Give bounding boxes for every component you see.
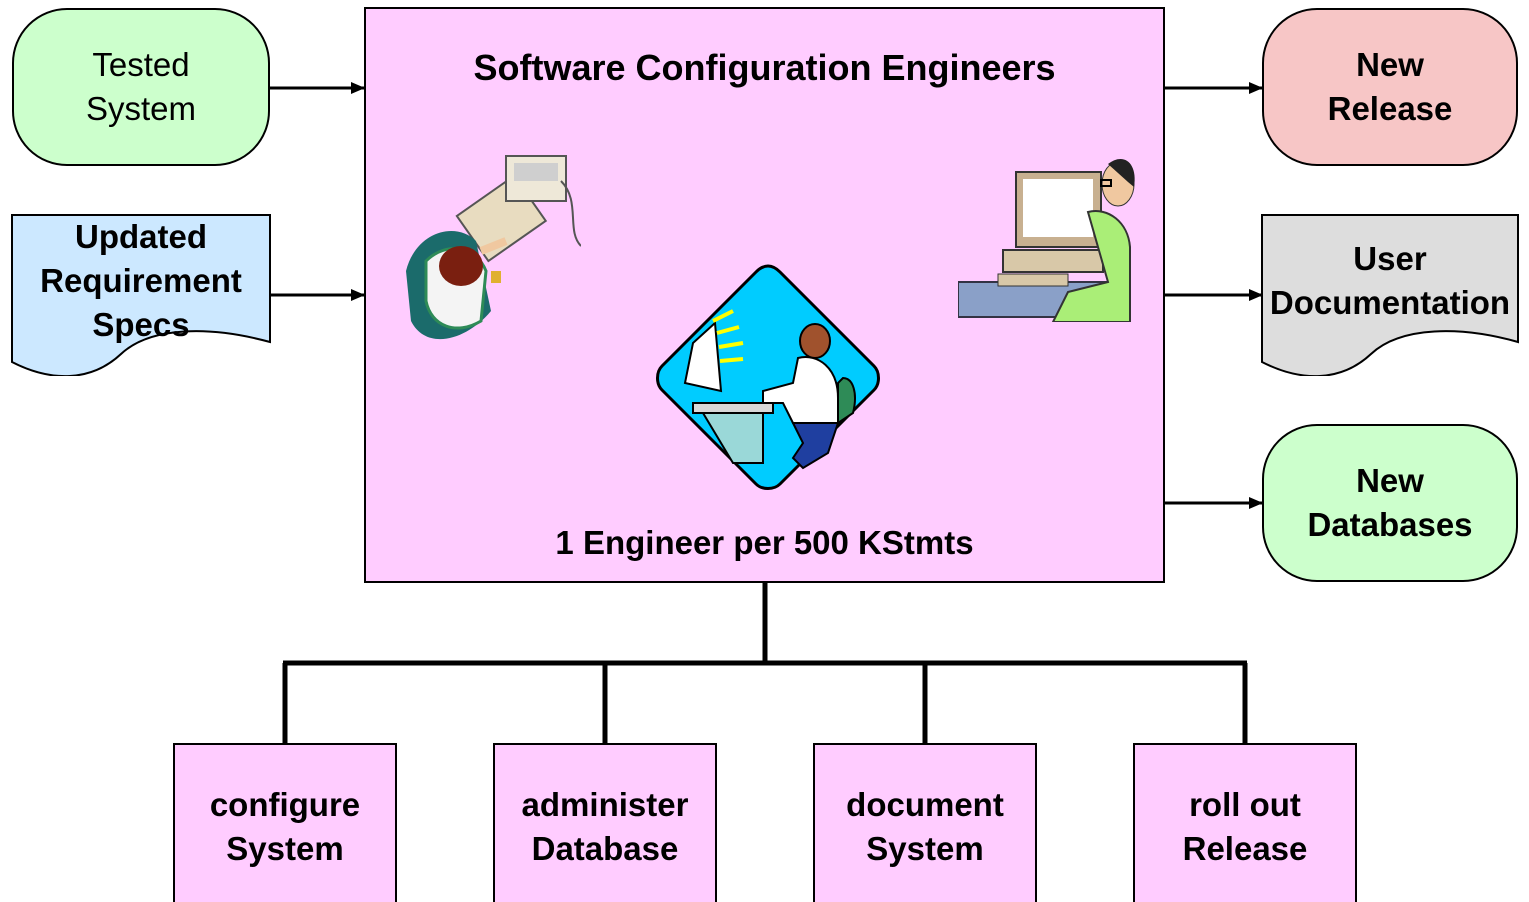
user-documentation-node: User Documentation [1252,236,1528,326]
updated-specs-label-1: Updated [75,218,207,255]
task-roll-out-release-label-1: roll out [1189,785,1301,823]
task-document-system-label-2: System [866,829,984,867]
task-document-system: document System [813,743,1037,902]
new-release-label-2: Release [1327,90,1453,127]
updated-specs-node: Updated Requirement Specs [12,214,270,348]
engineer-ratio-note: 1 Engineer per 500 KStmts [555,524,974,561]
task-roll-out-release: roll out Release [1133,743,1357,902]
task-roll-out-release-label-2: Release [1182,829,1308,867]
person-at-computer-icon [958,158,1135,322]
new-release-node: New Release [1262,8,1518,166]
task-administer-database-label-2: Database [531,829,679,867]
task-tree [282,583,1248,745]
task-administer-database: administer Database [493,743,717,902]
tested-system-label-1: Tested [92,46,190,83]
updated-specs-label-3: Specs [92,306,190,343]
task-administer-database-label-1: administer [521,785,689,823]
task-document-system-label-1: document [846,785,1004,823]
user-documentation-label-2: Documentation [1269,284,1511,321]
new-databases-label-1: New [1356,462,1424,499]
task-configure-system-label-1: configure [209,785,361,823]
tested-system-node: Tested System [12,8,270,166]
main-title: Software Configuration Engineers [473,47,1056,88]
updated-specs-document-shape [11,214,271,376]
task-configure-system: configure System [173,743,397,902]
engineer-at-workstation-diamond-icon [656,264,880,490]
person-overhead-desk-icon [406,155,581,340]
new-databases-node: New Databases [1262,424,1518,582]
user-documentation-label-1: User [1353,240,1427,277]
updated-specs-label-2: Requirement [40,262,242,299]
software-configuration-engineers-box: Software Configuration Engineers [364,7,1165,583]
tested-system-label-2: System [85,90,197,127]
user-documentation-document-shape [1261,214,1519,376]
new-release-label-1: New [1356,46,1424,83]
new-databases-label-2: Databases [1307,506,1473,543]
task-configure-system-label-2: System [226,829,344,867]
